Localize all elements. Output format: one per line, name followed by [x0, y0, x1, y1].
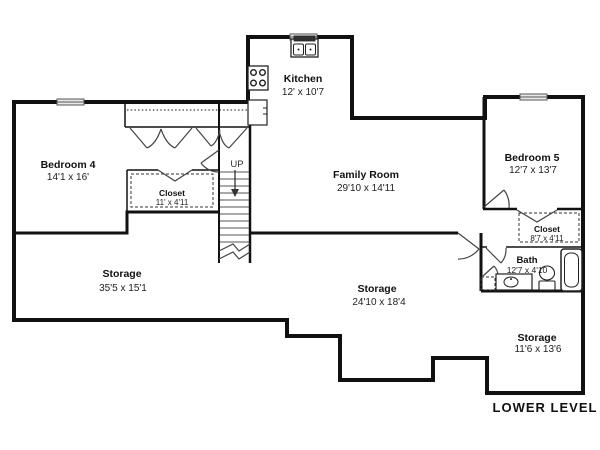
kitchen-counter: [247, 99, 268, 126]
closet-right-shelf-outline: [518, 212, 580, 243]
room-name: Bath: [516, 255, 537, 266]
room-dims: 12'7 x 4'10: [507, 265, 548, 275]
room-label-storage-center: Storage 24'10 x 18'4: [352, 283, 406, 308]
room-label-family-room: Family Room 29'10 x 14'11: [333, 169, 399, 194]
up-arrow-icon: [231, 170, 239, 197]
room-dims: 29'10 x 14'11: [337, 183, 396, 194]
room-dims: 11' x 4'11: [156, 198, 189, 207]
room-dims: 11'6 x 13'6: [514, 344, 561, 355]
stairs-up-label: UP: [230, 159, 243, 170]
closet-dashed-outlines: [130, 173, 580, 291]
doors: [129, 127, 558, 277]
vanity-sink-icon: [495, 273, 533, 291]
linen-cabinet: [480, 276, 496, 291]
room-dims: 35'5 x 15'1: [99, 283, 147, 294]
room-name: Closet: [534, 224, 560, 234]
closet-left-walls: [126, 169, 219, 212]
kitchen-sink-icon: [290, 35, 319, 58]
bedroom4-south-wall: [14, 210, 219, 235]
door-swing-icon: [200, 149, 220, 173]
window-icon: [519, 93, 548, 101]
wardrobe-band: [124, 102, 250, 128]
door-swing-icon: [195, 127, 221, 147]
stair-break-line: [218, 243, 251, 260]
bifold-door-icon: [516, 209, 558, 223]
bathtub-icon: [560, 248, 583, 292]
stairs: [218, 170, 251, 260]
room-label-bath: Bath 12'7 x 4'10: [507, 255, 548, 275]
room-name: Family Room: [333, 169, 399, 181]
room-dims: 14'1 x 16': [47, 172, 89, 183]
stove-icon: [247, 65, 269, 91]
room-name: Closet: [159, 188, 185, 198]
room-label-kitchen: Kitchen 12' x 10'7: [282, 73, 325, 98]
door-swing-icon: [485, 247, 507, 264]
room-name: Bedroom 5: [505, 152, 560, 164]
bifold-door-icon: [157, 169, 193, 182]
door-swing-icon: [483, 189, 510, 209]
level-title: LOWER LEVEL: [493, 400, 598, 415]
room-name: Bedroom 4: [41, 159, 96, 171]
door-swing-icon: [218, 127, 248, 149]
room-label-storage-left: Storage 35'5 x 15'1: [99, 268, 147, 294]
room-name: Kitchen: [284, 73, 323, 85]
room-label-bedroom4: Bedroom 4 14'1 x 16': [41, 159, 96, 183]
door-swing-icon: [160, 127, 193, 149]
room-name: Storage: [357, 283, 396, 295]
door-swing-icon: [457, 232, 480, 260]
interior-walls: [14, 97, 583, 293]
window-icon: [56, 98, 85, 106]
room-label-storage-right: Storage 11'6 x 13'6: [514, 332, 561, 355]
room-label-closet-left: Closet 11' x 4'11: [156, 188, 189, 207]
room-dims: 12'7 x 13'7: [509, 165, 557, 176]
room-name: Storage: [517, 332, 556, 344]
room-dims: 12' x 10'7: [282, 87, 325, 98]
toilet-icon: [538, 265, 556, 291]
room-dims: 24'10 x 18'4: [352, 297, 406, 308]
exterior-walls: [12, 35, 585, 395]
exterior-outline: [12, 35, 585, 395]
room-name: Storage: [102, 268, 141, 280]
kitchen-fixtures: [247, 35, 319, 126]
room-dims: 8'7 x 4'11: [530, 234, 564, 243]
door-swing-icon: [129, 127, 162, 149]
room-label-closet-right: Closet 8'7 x 4'11: [530, 224, 564, 243]
closet-left-shelf-outline: [130, 173, 214, 208]
bath-fixtures: [495, 248, 583, 292]
room-label-bedroom5: Bedroom 5 12'7 x 13'7: [505, 152, 560, 176]
room-labels: Kitchen 12' x 10'7 Bedroom 4 14'1 x 16' …: [41, 73, 598, 415]
